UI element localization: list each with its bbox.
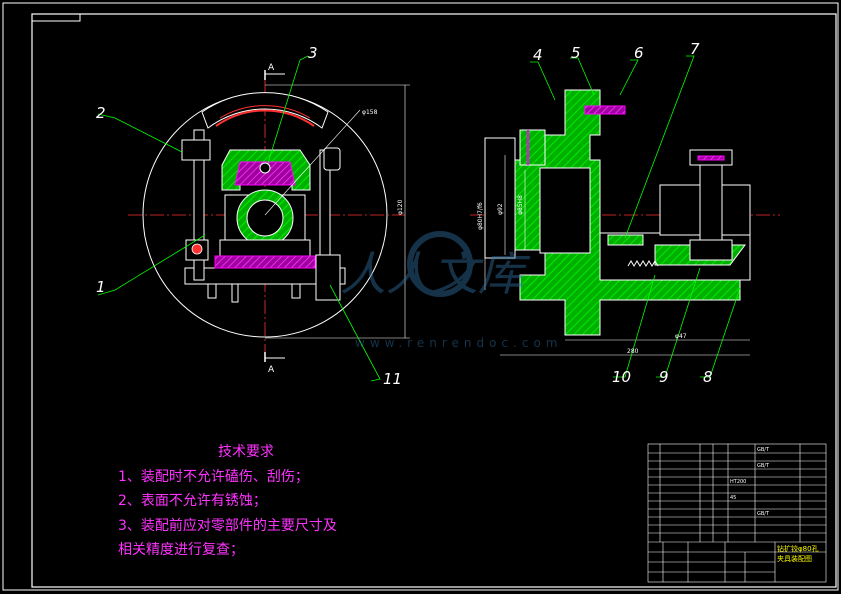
- dim-d5: φ85H8: [517, 195, 524, 215]
- note-line-4: 相关精度进行复查；: [118, 542, 244, 558]
- dim-d7: 280: [627, 348, 639, 355]
- callout-6: 6: [634, 44, 644, 62]
- dim-d2: φ120: [397, 199, 404, 215]
- tb-standard-1: GB/T: [757, 447, 770, 453]
- corner-box: [31, 13, 81, 22]
- tb-standard-3: GB/T: [757, 511, 770, 517]
- callout-8: 8: [703, 368, 713, 386]
- callout-11: 11: [383, 370, 402, 388]
- callout-5: 5: [571, 44, 581, 62]
- leader-lines: [97, 55, 741, 382]
- tb-material-1: HT200: [730, 479, 746, 485]
- section-label-bottom: A: [268, 365, 275, 375]
- section-label-top: A: [268, 63, 275, 73]
- note-line-2: 2、表面不允许有锈蚀；: [118, 493, 267, 509]
- callout-7: 7: [690, 40, 700, 58]
- front-view: [128, 70, 410, 362]
- watermark-cn: 人人文库: [340, 247, 531, 301]
- tb-drawing-name-1: 钻扩铰φ80孔: [777, 544, 819, 553]
- notes-title: 技术要求: [218, 444, 274, 460]
- dim-d6: φ47: [675, 333, 687, 340]
- title-block: [647, 443, 827, 583]
- callout-9: 9: [659, 368, 669, 386]
- tb-material-2: 45: [730, 495, 736, 501]
- watermark-url: www.renrendoc.com: [355, 336, 562, 350]
- tb-standard-2: GB/T: [757, 463, 770, 469]
- callout-1: 1: [96, 278, 106, 296]
- dim-d1: φ158: [362, 109, 378, 116]
- section-view: [470, 89, 780, 356]
- callout-2: 2: [96, 104, 106, 122]
- tb-drawing-name-2: 夹具装配图: [777, 554, 812, 563]
- inner-frame: [31, 13, 837, 588]
- callout-4: 4: [533, 46, 543, 64]
- dim-d4: φ92: [497, 203, 504, 215]
- note-line-3: 3、装配前应对零部件的主要尺寸及: [118, 517, 337, 534]
- callout-10: 10: [612, 368, 631, 386]
- watermark: 人人文库 www.renrendoc.com: [340, 231, 562, 350]
- note-line-1: 1、装配时不允许磕伤、刮伤；: [118, 468, 309, 485]
- callout-3: 3: [308, 44, 318, 62]
- dim-d3: φ80H7/f6: [477, 202, 484, 230]
- technical-notes: 技术要求 1、装配时不允许磕伤、刮伤； 2、表面不允许有锈蚀； 3、装配前应对零…: [118, 440, 337, 563]
